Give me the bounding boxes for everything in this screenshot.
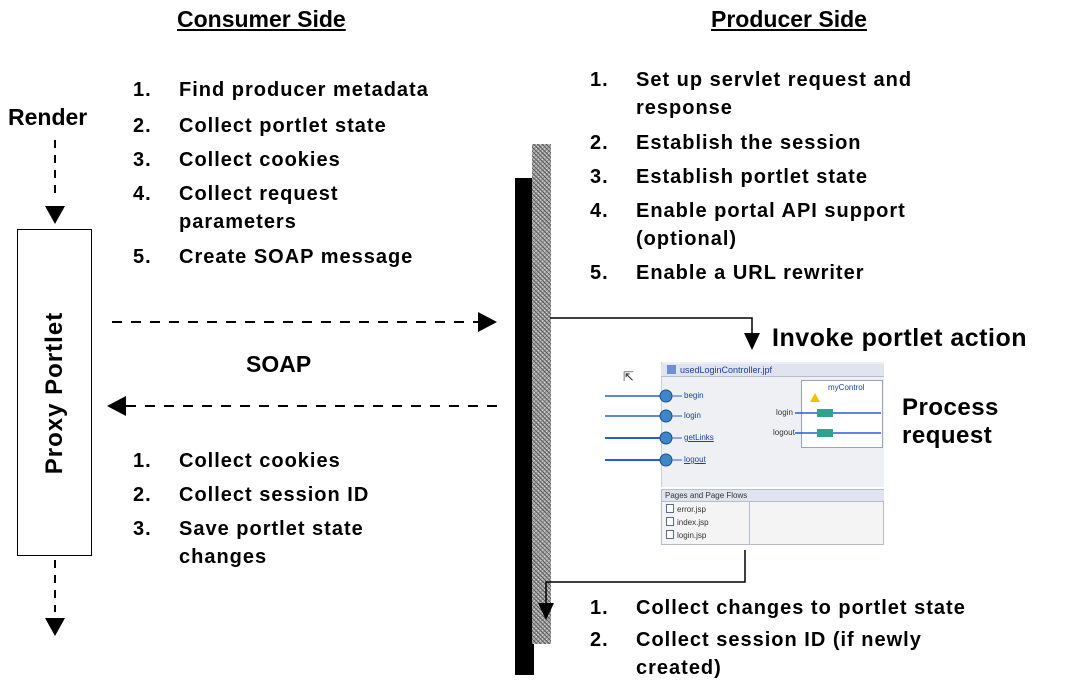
render-label: Render <box>8 104 88 130</box>
node-label: logout <box>684 455 706 464</box>
producer-side-heading: Producer Side <box>711 6 867 32</box>
proxy-portlet-box: Proxy Portlet <box>17 229 92 556</box>
invoke-arrowhead-icon <box>744 333 760 350</box>
node-label: getLinks <box>684 433 714 442</box>
render-arrowhead-icon <box>45 206 65 224</box>
file-icon <box>667 365 676 374</box>
warning-icon <box>810 393 820 402</box>
control-title: myControl <box>828 383 865 392</box>
jsp-file-icon <box>666 517 674 526</box>
mouse-cursor-icon: ⇱ <box>623 369 634 384</box>
node-label: login <box>684 411 701 420</box>
list-item: 2.Establish the session <box>590 132 862 154</box>
list-item: 2.Collect session ID <box>133 484 370 506</box>
page-flow-screenshot: ⇱ usedLoginController.jpf begin login ge… <box>605 362 884 547</box>
list-item: 1.Collect cookies <box>133 450 341 472</box>
list-item: 2.Collect portlet state <box>133 115 387 137</box>
flow-nodes <box>659 389 682 467</box>
control-method-label: login <box>776 408 793 417</box>
list-item: 4.Collect request parameters <box>133 183 339 233</box>
connector-logout-icon <box>817 429 833 437</box>
soap-label: SOAP <box>246 351 312 377</box>
list-item: 1.Find producer metadata <box>133 79 429 101</box>
proxy-portlet-label: Proxy Portlet <box>40 311 68 474</box>
list-item: 5.Create SOAP message <box>133 246 414 268</box>
list-item: 5.Enable a URL rewriter <box>590 262 865 284</box>
soap-request-arrowhead-icon <box>478 312 497 332</box>
producer-request-steps: 1.Set up servlet request and response 2.… <box>590 66 1010 293</box>
jsp-file-icon <box>666 504 674 513</box>
consumer-response-steps: 1.Collect cookies 2.Collect session ID 3… <box>133 447 453 577</box>
page-item: error.jsp <box>666 504 706 514</box>
pages-divider <box>749 501 750 544</box>
pages-panel: Pages and Page Flows error.jsp index.jsp… <box>661 489 884 545</box>
flow-file-tab: usedLoginController.jpf <box>661 364 884 377</box>
node-label: begin <box>684 391 704 400</box>
list-item: 1.Collect changes to portlet state <box>590 597 966 619</box>
list-item: 3.Collect cookies <box>133 149 341 171</box>
control-method-label: logout <box>773 428 795 437</box>
flow-lines <box>605 395 665 461</box>
exit-arrowhead-icon <box>45 618 65 636</box>
pages-panel-title: Pages and Page Flows <box>662 490 884 502</box>
flow-diagram-svg <box>605 389 682 467</box>
control-connectors-svg <box>795 409 881 437</box>
list-item: 3.Establish portlet state <box>590 166 868 188</box>
invoke-connector <box>550 317 753 334</box>
soap-response-arrowhead-icon <box>107 396 126 416</box>
list-item: 2.Collect session ID (if newly created) <box>590 629 922 679</box>
page-item: index.jsp <box>666 517 709 527</box>
process-request-label: Process request <box>902 394 999 449</box>
control-panel: myControl <box>801 380 883 448</box>
list-item: 3.Save portlet state changes <box>133 518 364 568</box>
list-item: 4.Enable portal API support (optional) <box>590 200 906 250</box>
producer-response-steps: 1.Collect changes to portlet state 2.Col… <box>590 594 1060 688</box>
boundary-bar-hatched <box>532 144 551 644</box>
consumer-side-heading: Consumer Side <box>177 6 346 32</box>
connector-login-icon <box>817 409 833 417</box>
list-item: 1.Set up servlet request and response <box>590 69 913 119</box>
consumer-request-steps: 1.Find producer metadata 2.Collect portl… <box>133 76 493 277</box>
page-item: login.jsp <box>666 530 706 540</box>
jsp-file-icon <box>666 530 674 539</box>
invoke-portlet-action-label: Invoke portlet action <box>772 324 1027 352</box>
boundary-bar-solid <box>515 178 534 675</box>
